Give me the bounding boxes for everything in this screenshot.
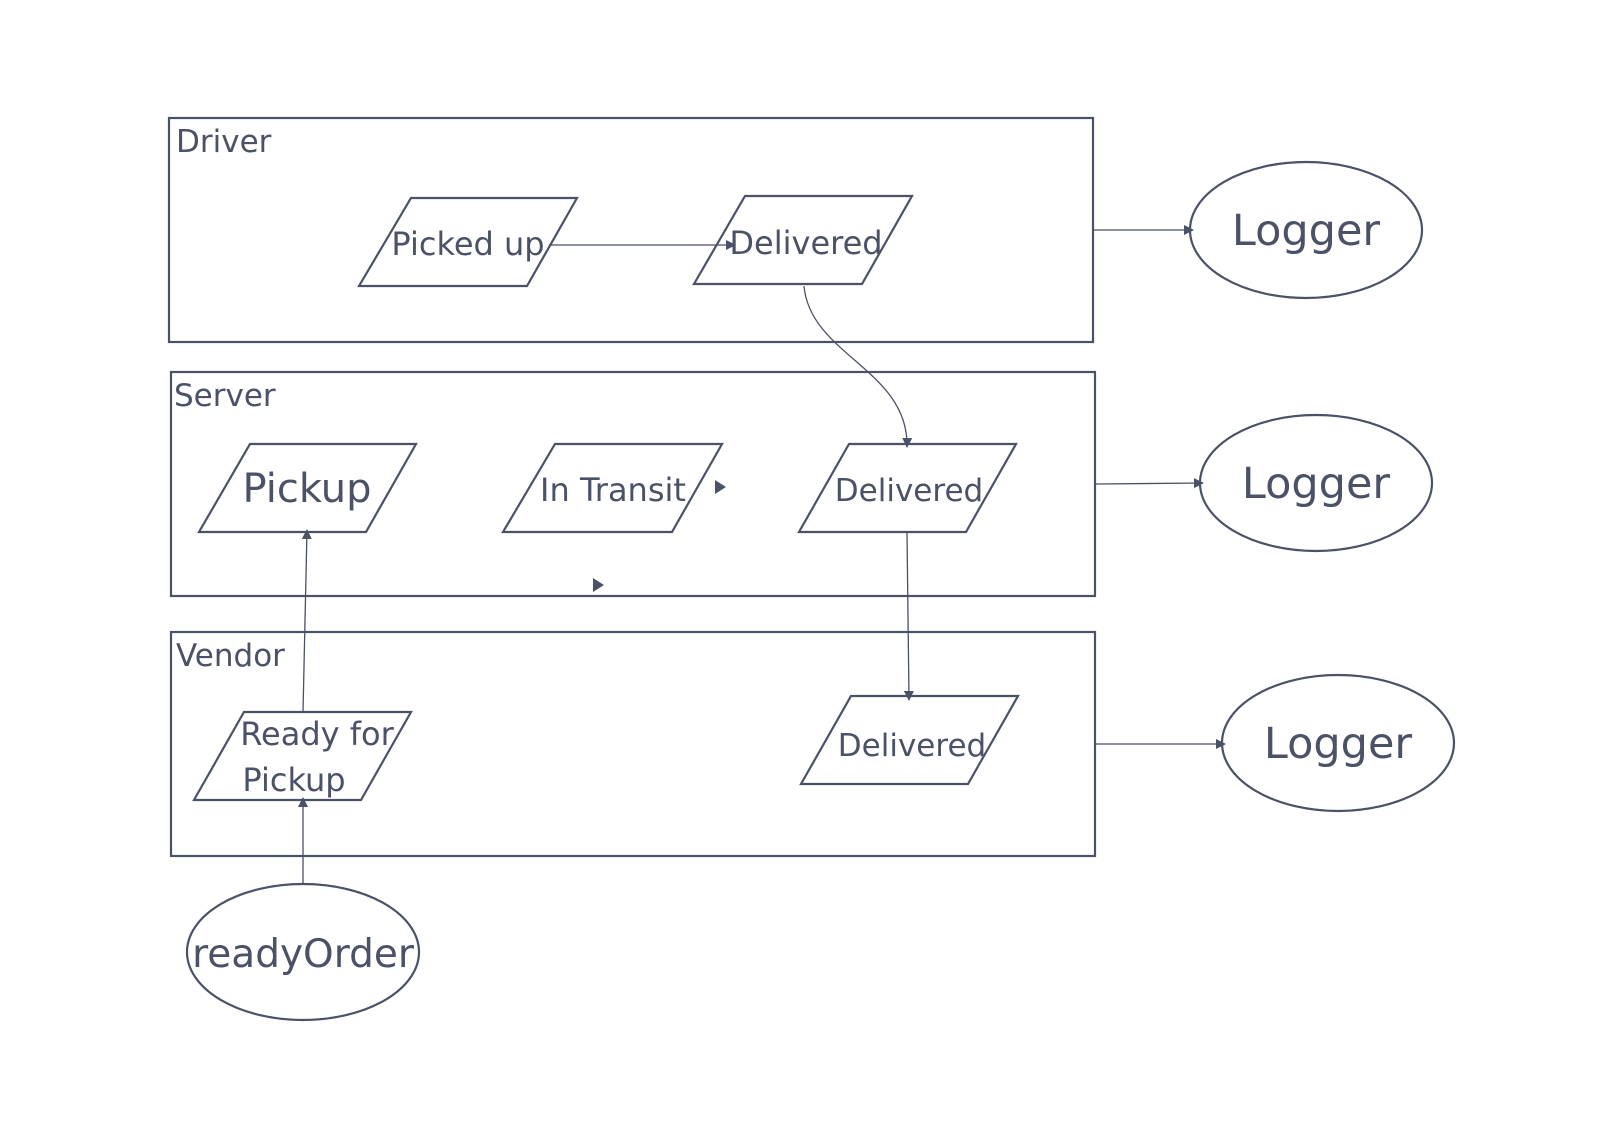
node-driver-picked-up[interactable] <box>357 196 579 288</box>
node-label-picked-up: Picked up <box>391 225 544 263</box>
lane-driver[interactable] <box>167 116 1095 344</box>
node-label-driver-delivered: Delivered <box>729 224 882 262</box>
edge-driver-to-server-delivered[interactable] <box>803 285 913 448</box>
edge-server-to-vendor-delivered[interactable] <box>903 531 914 701</box>
edge-ready-to-pickup[interactable] <box>301 529 312 713</box>
node-server-pickup[interactable] <box>197 442 418 534</box>
node-label-pickup: Pickup <box>242 466 371 512</box>
node-server-delivered[interactable] <box>797 442 1018 534</box>
node-vendor-delivered[interactable] <box>799 694 1020 786</box>
node-label-in-transit: In Transit <box>540 471 686 509</box>
logger-label-vendor: Logger <box>1264 719 1413 769</box>
node-label-vendor-delivered: Delivered <box>838 728 986 764</box>
node-label-ready-line-1: Ready for <box>240 715 394 753</box>
small-arrow-marker <box>715 480 726 494</box>
start-label-ready-order: readyOrder <box>192 932 415 977</box>
edge-server-to-logger[interactable] <box>1094 478 1204 489</box>
node-label-ready-line-2: Pickup <box>242 761 345 799</box>
lane-label-driver: Driver <box>176 124 272 160</box>
node-label-server-delivered: Delivered <box>835 473 983 509</box>
node-driver-delivered[interactable] <box>692 194 914 286</box>
small-arrow-marker <box>593 578 604 592</box>
logger-label-driver: Logger <box>1232 206 1381 256</box>
node-vendor-ready-for-pickup[interactable] <box>192 710 413 802</box>
lane-label-server: Server <box>174 378 276 414</box>
node-server-in-transit[interactable] <box>501 442 724 534</box>
logger-label-server: Logger <box>1242 459 1391 509</box>
lane-label-vendor: Vendor <box>176 638 285 674</box>
